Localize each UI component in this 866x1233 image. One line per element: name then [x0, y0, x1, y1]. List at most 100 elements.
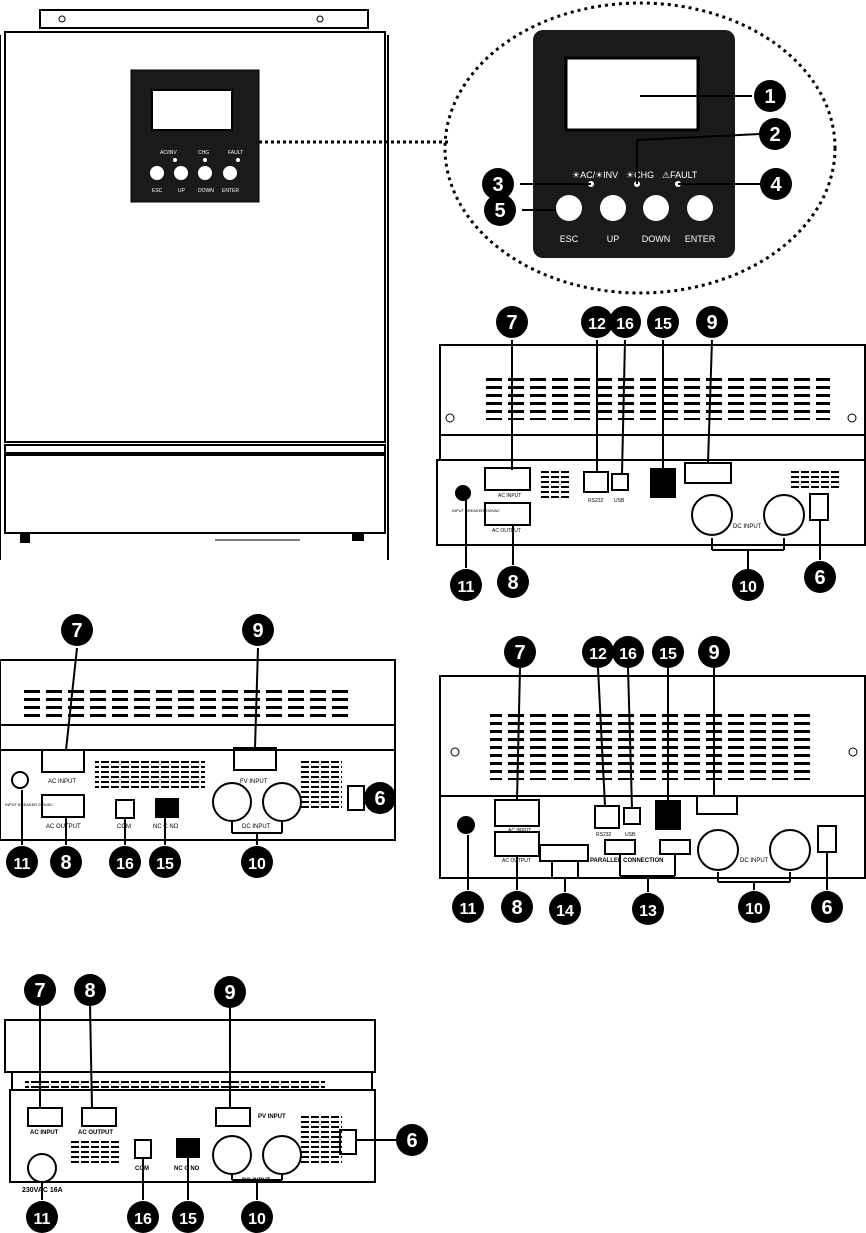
front-button-label: UP — [178, 188, 186, 194]
callout-number: 8 — [84, 980, 95, 1002]
front-down-button[interactable] — [198, 166, 212, 180]
ncno-label: NC C NO — [174, 1166, 200, 1172]
callout-number: 10 — [739, 579, 757, 596]
callout-number: 10 — [248, 1211, 266, 1228]
callout-zoom-panel-2: 2 — [759, 118, 791, 150]
callout-number: 5 — [494, 200, 505, 222]
callout-number: 6 — [814, 567, 825, 589]
callout-number: 16 — [619, 646, 637, 663]
button-label: DOWN — [642, 234, 671, 244]
ac-input-label: AC INPUT — [498, 493, 521, 499]
up-button[interactable] — [600, 195, 626, 221]
dc-input-label: DC INPUT — [733, 524, 762, 530]
callout-number: 10 — [248, 856, 266, 873]
callout-rear-d-10: 10 — [241, 1201, 273, 1233]
callout-number: 8 — [507, 572, 518, 594]
rear-view-a: AC INPUT AC OUTPUT RS232 USB DC INPUT IN… — [436, 339, 866, 570]
callout-zoom-panel-1: 1 — [754, 80, 786, 112]
callout-number: 1 — [764, 86, 775, 108]
callout-rear-d-6: 6 — [396, 1124, 428, 1156]
zoom-led-label: ☀AC/☀INV — [572, 170, 618, 180]
callout-rear-c-12: 12 — [582, 636, 614, 668]
callout-number: 8 — [60, 852, 71, 874]
callout-circle — [754, 80, 786, 112]
zoom-led-label: ⚠FAULT — [662, 170, 698, 180]
callout-rear-d-7: 7 — [24, 974, 56, 1006]
zoom-led-label: ☀CHG — [626, 170, 654, 180]
callout-number: 14 — [556, 903, 574, 920]
callout-circle — [364, 782, 396, 814]
callout-circle — [811, 891, 843, 923]
breaker-icon — [457, 816, 475, 834]
callout-number: 7 — [506, 312, 517, 334]
front-led-label: AC/INV — [160, 150, 177, 156]
callout-rear-c-9: 9 — [698, 636, 730, 668]
callout-circle — [732, 569, 764, 601]
callout-number: 15 — [654, 316, 672, 333]
callout-circle — [804, 561, 836, 593]
callout-rear-d-9: 9 — [214, 976, 246, 1008]
callout-circle — [549, 893, 581, 925]
callout-number: 15 — [156, 856, 174, 873]
callout-circle — [149, 846, 181, 878]
callout-circle — [127, 1201, 159, 1233]
callout-number: 11 — [460, 901, 477, 918]
callout-circle — [26, 1201, 58, 1233]
callout-rear-b-7: 7 — [61, 614, 93, 646]
callout-rear-b-6: 6 — [364, 782, 396, 814]
callout-rear-c-8: 8 — [501, 891, 533, 923]
callout-rear-d-11: 11 — [26, 1201, 58, 1233]
callout-circle — [581, 306, 613, 338]
button-label: ENTER — [685, 234, 716, 244]
callout-number: 7 — [514, 642, 525, 664]
callout-number: 10 — [745, 901, 763, 918]
callout-circle — [74, 974, 106, 1006]
enter-button[interactable] — [687, 195, 713, 221]
callout-rear-c-15: 15 — [652, 636, 684, 668]
fv-input-label: FV INPUT — [240, 779, 268, 785]
ac-output-label: AC OUTPUT — [492, 528, 521, 534]
callout-number: 2 — [769, 124, 780, 146]
front-up-button[interactable] — [174, 166, 188, 180]
front-view: AC/INV CHG FAULT ESC UP DOWN ENTER — [0, 9, 450, 560]
callout-number: 6 — [374, 788, 385, 810]
callout-circle — [482, 168, 514, 200]
callout-circle — [50, 846, 82, 878]
callout-circle — [582, 636, 614, 668]
callout-number: 16 — [134, 1211, 152, 1228]
callout-rear-c-13: 13 — [632, 893, 664, 925]
callout-circle — [61, 614, 93, 646]
callout-circle — [632, 893, 664, 925]
callout-rear-a-12: 12 — [581, 306, 613, 338]
callout-circle — [241, 1201, 273, 1233]
callout-number: 7 — [34, 980, 45, 1002]
down-button[interactable] — [643, 195, 669, 221]
callout-circle — [241, 846, 273, 878]
callout-rear-c-14: 14 — [549, 893, 581, 925]
callout-circle — [24, 974, 56, 1006]
rear-view-c: AC INPUT AC OUTPUT RS232 USB DC INPUT PA… — [439, 667, 866, 892]
front-esc-button[interactable] — [150, 166, 164, 180]
callout-number: 15 — [659, 646, 677, 663]
callout-circle — [214, 976, 246, 1008]
callout-zoom-panel-3: 3 — [482, 168, 514, 200]
ac-input-label: AC INPUT — [508, 828, 531, 834]
callout-circle — [612, 636, 644, 668]
callout-number: 6 — [821, 897, 832, 919]
callout-rear-d-8: 8 — [74, 974, 106, 1006]
breaker-label: INPUT BREAKER 250VAC — [5, 802, 53, 807]
esc-button[interactable] — [556, 195, 582, 221]
callout-rear-c-6: 6 — [811, 891, 843, 923]
callout-rear-a-10: 10 — [732, 569, 764, 601]
callout-circle — [109, 846, 141, 878]
ac-output-label: AC OUTPUT — [46, 824, 81, 830]
callout-number: 8 — [511, 897, 522, 919]
callout-number: 11 — [458, 579, 475, 596]
callout-rear-b-9: 9 — [242, 614, 274, 646]
front-enter-button[interactable] — [223, 166, 237, 180]
callout-rear-b-15: 15 — [149, 846, 181, 878]
callout-circle — [484, 194, 516, 226]
callout-rear-d-15: 15 — [172, 1201, 204, 1233]
lcd-screen — [564, 56, 700, 132]
